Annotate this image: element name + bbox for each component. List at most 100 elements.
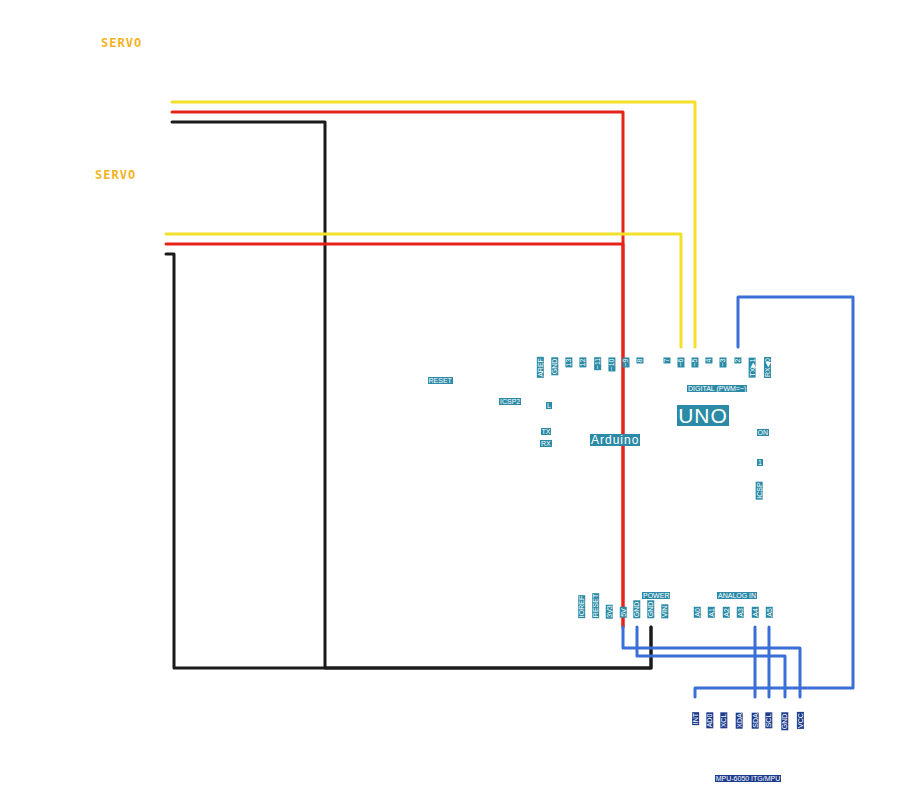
pin-label: ON bbox=[757, 429, 770, 436]
connected-pin bbox=[648, 624, 654, 630]
pin-label: RESET bbox=[428, 377, 453, 384]
servo-cap bbox=[34, 160, 166, 190]
dc-jack bbox=[398, 568, 470, 620]
pin-label: ~5 bbox=[691, 357, 698, 367]
pin-label: XCL bbox=[720, 712, 727, 728]
regulator bbox=[453, 558, 459, 566]
servo-horn bbox=[44, 16, 83, 58]
servo-dot bbox=[60, 54, 64, 58]
board-logo-text: UNO bbox=[677, 405, 729, 426]
logo bbox=[591, 403, 615, 427]
wire bbox=[166, 254, 651, 668]
header-pins bbox=[785, 463, 790, 501]
header-pins bbox=[495, 370, 528, 375]
pin-label: ~6 bbox=[677, 357, 684, 367]
wire bbox=[768, 627, 771, 697]
connected-pin bbox=[678, 344, 684, 350]
pin-label: 4 bbox=[705, 357, 712, 363]
pin-label: L bbox=[546, 402, 552, 409]
pin-label: RX◀0 bbox=[764, 357, 771, 378]
silkscreen-line bbox=[660, 381, 778, 382]
servo-body bbox=[34, 188, 166, 277]
logo-frame bbox=[660, 398, 746, 433]
connected-pin bbox=[692, 344, 698, 350]
pin-label: GND bbox=[633, 600, 640, 618]
servo-cap bbox=[40, 28, 172, 58]
icsp-header bbox=[490, 365, 530, 393]
board-logo-text: Arduino bbox=[590, 434, 640, 446]
pin-pad bbox=[751, 701, 760, 710]
regulator bbox=[437, 558, 443, 566]
mounting-hole bbox=[794, 774, 806, 786]
pin-label: A4 bbox=[751, 607, 758, 618]
pin-label: AD0 bbox=[706, 712, 713, 728]
pin-label: 7 bbox=[663, 357, 670, 363]
pin-label: ICSP bbox=[756, 481, 763, 499]
wire bbox=[172, 102, 695, 347]
node-shape bbox=[14, 142, 186, 282]
led bbox=[558, 427, 572, 435]
smd-part bbox=[716, 742, 722, 752]
pin-label: INT bbox=[692, 712, 699, 725]
pin-label: A2 bbox=[722, 607, 729, 618]
horn-screw bbox=[68, 34, 76, 42]
smd-part bbox=[789, 737, 803, 745]
pin-label: TX▶1 bbox=[749, 357, 756, 377]
pin-label: RESET bbox=[592, 593, 599, 618]
pin-pad bbox=[781, 701, 790, 710]
capacitor bbox=[533, 585, 567, 602]
servo-horn bbox=[38, 148, 77, 181]
connected-pin bbox=[735, 344, 741, 350]
pin-label: GND bbox=[781, 712, 788, 730]
pin-label: 3V3 bbox=[606, 604, 613, 618]
capacitor bbox=[533, 568, 567, 602]
header-pins bbox=[694, 624, 772, 630]
microcontroller bbox=[565, 530, 777, 562]
pin-label: A5 bbox=[765, 607, 772, 618]
horn-arm bbox=[44, 16, 72, 38]
module-name: MPU-6050 ITG/MPU bbox=[715, 775, 782, 782]
horn-screw bbox=[62, 166, 70, 174]
pin-label: ANALOG IN bbox=[717, 592, 757, 599]
pin-label: SDA bbox=[752, 712, 759, 728]
wire bbox=[166, 244, 623, 627]
module-outline bbox=[683, 697, 813, 792]
header-pins bbox=[495, 384, 528, 389]
pin-label: A0 bbox=[693, 607, 700, 618]
sensor-chip bbox=[731, 736, 757, 760]
connected-pin bbox=[766, 624, 772, 630]
wire bbox=[623, 627, 800, 697]
pin-label: XDA bbox=[736, 712, 743, 728]
capacitor bbox=[493, 585, 527, 602]
mount-tab bbox=[22, 72, 42, 100]
pin-label: 12 bbox=[579, 357, 586, 367]
mounting-hole bbox=[483, 343, 497, 357]
reset-button bbox=[432, 347, 448, 363]
connected-pin bbox=[620, 624, 626, 630]
logo bbox=[626, 414, 636, 417]
reset-button bbox=[428, 343, 452, 367]
smd-part bbox=[769, 744, 775, 754]
pin-label: ~11 bbox=[594, 357, 601, 370]
pin-header bbox=[660, 340, 774, 354]
pin-label: RX bbox=[540, 440, 552, 447]
pin-label: TX bbox=[541, 428, 552, 435]
logo bbox=[619, 403, 643, 427]
pin-label: ICSP2 bbox=[499, 398, 521, 405]
usb-port bbox=[368, 388, 460, 454]
logo bbox=[598, 414, 608, 417]
horn-hub bbox=[55, 159, 77, 181]
connected-pin bbox=[752, 624, 758, 630]
pin-label: SCL bbox=[765, 712, 772, 728]
board-details bbox=[368, 340, 794, 634]
icsp-header bbox=[766, 458, 794, 504]
header-pins bbox=[509, 344, 643, 350]
pin-label: AREF bbox=[536, 357, 543, 378]
wire bbox=[695, 297, 853, 697]
pin-pad bbox=[796, 701, 805, 710]
wire bbox=[172, 112, 623, 627]
node-shape bbox=[20, 10, 192, 150]
horn-hub bbox=[61, 27, 83, 49]
servo-motor: SERVO bbox=[14, 142, 186, 282]
